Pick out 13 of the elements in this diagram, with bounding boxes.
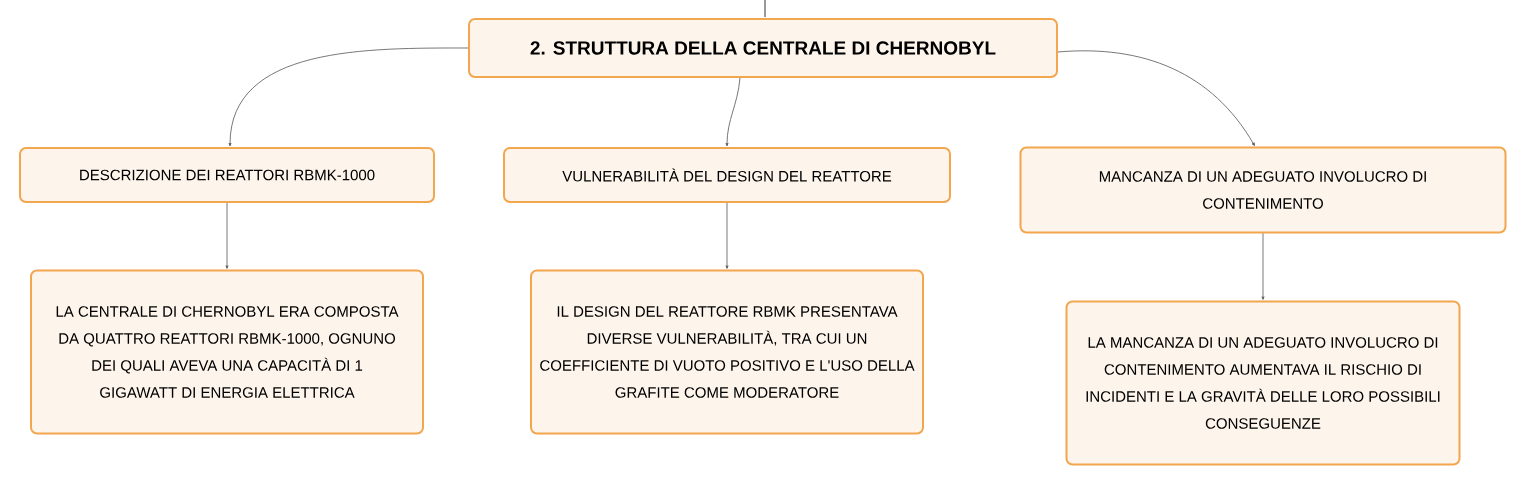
description-box: LA MANCANZA DI UN ADEGUATO INVOLUCRO DI CONTENIMENTO AUMENTAVA IL RISCHIO DI INCIDENTI E LA GRAVITÀ DELLE LORO POSSIBILI CONSEGUENZE bbox=[1065, 300, 1461, 466]
topic-box: MANCANZA DI UN ADEGUATO INVOLUCRO DI CONTENIMENTO bbox=[1019, 146, 1507, 234]
arrow bbox=[725, 77, 741, 147]
arrow bbox=[1261, 233, 1265, 300]
arrow bbox=[725, 202, 729, 269]
description-box: LA CENTRALE DI CHERNOBYL ERA COMPOSTA DA QUATTRO REATTORI RBMK-1000, OGNUNO DEI QUALI AVEVA UNA CAPACITÀ DI 1 GIGAWATT DI ENERGIA ELETTRICA bbox=[30, 269, 424, 435]
title-box: 2. STRUTTURA DELLA CENTRALE DI CHERNOBYL bbox=[468, 18, 1058, 78]
topic-box: DESCRIZIONE DEI REATTORI RBMK-1000 bbox=[19, 147, 435, 203]
topic-box: VULNERABILITÀ DEL DESIGN DEL REATTORE bbox=[503, 147, 951, 203]
arrow bbox=[225, 202, 229, 269]
arrow bbox=[228, 47, 469, 147]
arrow bbox=[1057, 50, 1255, 146]
description-box: IL DESIGN DEL REATTORE RBMK PRESENTAVA DIVERSE VULNERABILITÀ, TRA CUI UN COEFFICIENTE DI VUOTO POSITIVO E L'USO DELLA GRAFITE COME MODERATORE bbox=[530, 269, 924, 435]
